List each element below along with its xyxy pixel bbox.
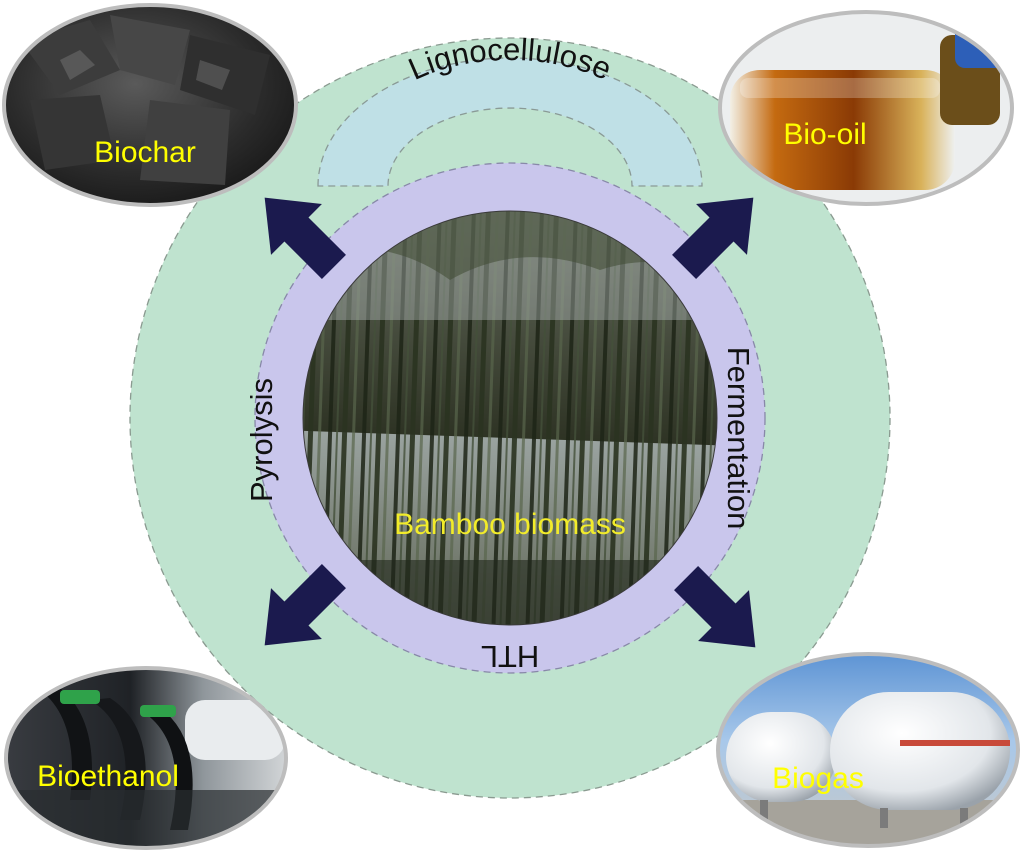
arrows bbox=[264, 197, 756, 648]
center-label: Bamboo biomass bbox=[394, 508, 626, 541]
process-label-fermentation: Fermentation bbox=[721, 347, 756, 530]
product-label-biogas: Biogas bbox=[772, 762, 864, 795]
bio-oil-frame bbox=[718, 10, 1014, 206]
bamboo-photo-border bbox=[302, 210, 718, 626]
arrow-to-bioethanol bbox=[264, 564, 346, 646]
product-bioethanol: Bioethanol bbox=[4, 666, 288, 850]
bioethanol-frame bbox=[4, 666, 288, 850]
lignocellulose-band bbox=[317, 57, 703, 187]
product-biogas: Biogas bbox=[716, 652, 1020, 848]
arrow-to-biochar bbox=[264, 197, 346, 279]
process-label-pyrolysis: Pyrolysis bbox=[244, 378, 279, 502]
biochar-photo bbox=[4, 5, 296, 205]
bioethanol-photo bbox=[6, 668, 286, 848]
process-label-htl: HTL bbox=[481, 639, 540, 674]
biogas-photo bbox=[718, 654, 1018, 846]
product-biochar: Biochar bbox=[2, 3, 298, 207]
biogas-frame bbox=[716, 652, 1020, 848]
arrow-to-bio-oil bbox=[672, 197, 754, 279]
biochar-frame bbox=[2, 3, 298, 207]
product-label-biochar: Biochar bbox=[94, 136, 196, 169]
product-label-bio-oil: Bio-oil bbox=[783, 118, 866, 151]
arrow-to-biogas bbox=[674, 566, 756, 648]
product-label-bioethanol: Bioethanol bbox=[37, 760, 179, 793]
